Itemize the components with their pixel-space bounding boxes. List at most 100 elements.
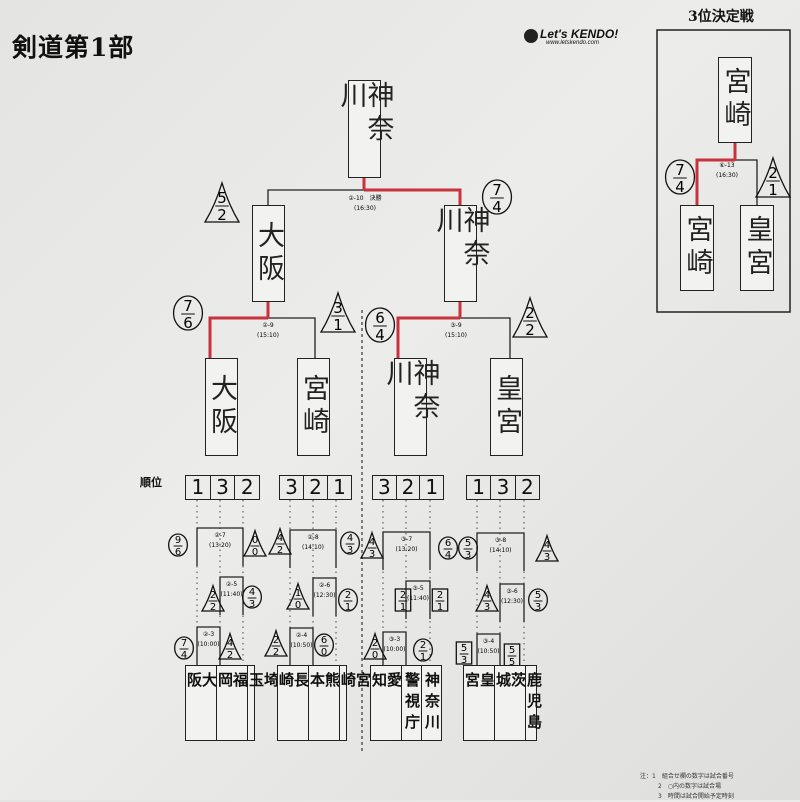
score-points: 6: [175, 547, 181, 558]
third-match-label: ⑥-13: [719, 162, 734, 169]
score-square: 53: [455, 641, 473, 666]
score-wins: 4: [369, 537, 375, 548]
note-line: 注：1 組合せ欄の数字は試合番号: [640, 773, 734, 780]
match-number: ③-8: [495, 537, 507, 544]
score-circle: 60: [313, 633, 334, 658]
score-points: 2: [217, 206, 227, 224]
match-time: (14:10): [302, 544, 324, 551]
score-points: 4: [492, 198, 502, 216]
score-wins: 5: [509, 645, 515, 656]
rank-cell: 3: [209, 476, 235, 499]
score-points: 4: [375, 326, 385, 344]
score-points: 1: [333, 316, 343, 334]
group-bracket-2: ②-8(14:10)②-6(12:30)②-4(10:50): [289, 500, 337, 666]
score-wins: 2: [345, 590, 351, 601]
score-wins: 5: [217, 189, 227, 207]
team-name: 埼玉: [247, 672, 280, 711]
score-points: 4: [445, 550, 451, 561]
score-wins: 2: [400, 590, 406, 601]
score-points: 1: [345, 602, 351, 613]
match-number: ③-6: [506, 588, 518, 595]
match-bracket: [196, 626, 221, 665]
team-cell: 大阪: [185, 666, 218, 740]
triangle-mark-icon: [217, 631, 243, 660]
circle-mark-icon: [437, 536, 458, 560]
lets-kendo-logo: Let's KENDO! www.letskendo.com: [524, 27, 630, 46]
match-time: (11:40): [407, 595, 429, 602]
square-mark-icon: [455, 641, 473, 665]
score-points: 1: [768, 181, 778, 199]
score-wins: 4: [227, 638, 233, 649]
match-bracket: [382, 531, 431, 570]
score-triangle: 22: [511, 295, 549, 339]
team-name: 神奈川: [423, 672, 441, 735]
notes: 注：1 組合せ欄の数字は試合番号 2 ○内の数字は試合場 3 時間は試合開始予定…: [640, 772, 734, 802]
semifinalist-box-4: 皇宮: [490, 358, 523, 456]
score-circle: 53: [457, 536, 478, 561]
team-name: 長崎: [277, 672, 310, 711]
score-circle: 76: [172, 295, 204, 332]
circle-mark-icon: [481, 179, 513, 215]
match-time: (13:20): [396, 546, 418, 553]
match-bracket: [289, 627, 314, 666]
match-time: (10:50): [478, 648, 500, 655]
score-points: 0: [295, 600, 301, 611]
team-name: 宮崎: [298, 374, 329, 440]
team-group-1: 大阪 福岡 埼玉: [185, 665, 280, 741]
semi-1-match-time: (15:10): [257, 332, 279, 339]
team-name: 宮崎: [719, 67, 751, 133]
semifinalist-box-2: 宮崎: [297, 358, 330, 456]
square-mark-icon: [431, 588, 449, 612]
score-circle: 43: [339, 531, 360, 556]
match-number: ③-5: [412, 585, 424, 592]
score-points: 2: [277, 545, 283, 556]
score-wins: 7: [492, 181, 502, 199]
score-wins: 4: [484, 590, 490, 601]
match-time: (12:30): [314, 592, 336, 599]
note-line: 2 ○内の数字は試合場: [658, 783, 722, 790]
semi-2-match-label: ③-9: [450, 322, 462, 329]
match-number: ②-7: [214, 532, 226, 539]
rank-cell: 2: [234, 476, 259, 499]
score-wins: 2: [372, 638, 378, 649]
team-cell: 埼玉: [247, 666, 280, 740]
semi-2-match-time: (15:10): [445, 332, 467, 339]
score-wins: 2: [420, 640, 426, 651]
team-name: 茨城: [494, 672, 527, 711]
score-points: 1: [420, 652, 426, 663]
score-points: 0: [321, 647, 327, 658]
score-points: 6: [183, 314, 193, 332]
score-wins: 9: [175, 535, 181, 546]
score-points: 3: [249, 599, 255, 610]
circle-mark-icon: [528, 588, 549, 612]
square-mark-icon: [394, 588, 412, 612]
score-triangle: 52: [203, 180, 241, 224]
match-time: (10:00): [198, 641, 220, 648]
team-name: 鹿児島: [525, 672, 543, 735]
team-name: 大阪: [185, 672, 218, 711]
score-wins: 1: [295, 588, 301, 599]
team-cell: 愛知: [370, 666, 403, 740]
logo-url: www.letskendo.com: [546, 40, 600, 46]
team-name: 神奈川: [431, 206, 490, 272]
match-bracket: [499, 583, 525, 622]
circle-mark-icon: [457, 536, 478, 560]
triangle-mark-icon: [511, 295, 549, 338]
score-wins: 4: [544, 540, 550, 551]
rank-cell: 1: [191, 475, 205, 499]
score-points: 3: [461, 655, 467, 666]
score-wins: 4: [347, 533, 353, 544]
rank-cell: 2: [395, 476, 420, 499]
circle-mark-icon: [412, 638, 433, 662]
score-triangle: 43: [474, 583, 500, 613]
score-triangle: 22: [200, 583, 226, 613]
circle-mark-icon: [173, 636, 194, 660]
triangle-mark-icon: [319, 290, 357, 333]
team-name: 神奈川: [335, 81, 394, 147]
third-place-team-1: 宮崎: [680, 205, 714, 291]
triangle-mark-icon: [267, 526, 293, 555]
rank-cell: 1: [472, 475, 486, 499]
circle-mark-icon: [313, 633, 334, 657]
team-cell: 皇宮: [463, 666, 496, 740]
